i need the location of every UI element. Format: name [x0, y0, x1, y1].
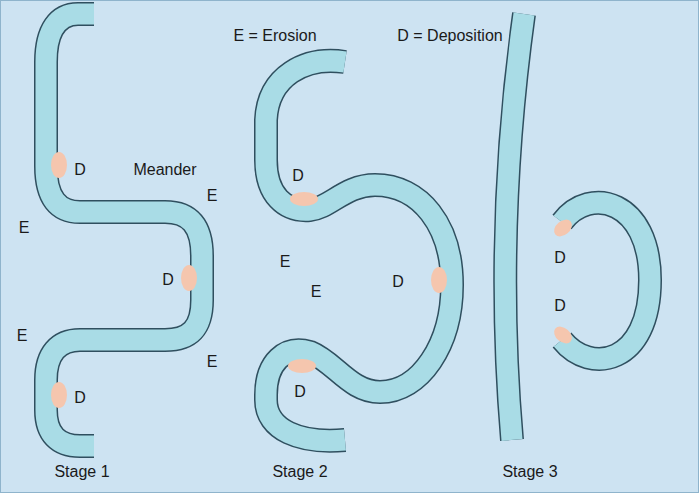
key-text: D = Deposition	[397, 27, 502, 45]
deposit-patch	[288, 359, 316, 373]
river-bank	[46, 14, 202, 446]
stage-label: Stage 2	[272, 463, 327, 481]
river-channel	[46, 14, 202, 446]
deposition-mark: D	[392, 273, 404, 291]
stage-label: Stage 1	[54, 463, 109, 481]
deposition-mark: D	[292, 167, 304, 185]
river-bank	[505, 14, 524, 440]
erosion-mark: E	[19, 219, 30, 237]
key-text: E = Erosion	[233, 27, 316, 45]
deposit-patch	[551, 216, 575, 240]
deposition-mark: D	[294, 383, 306, 401]
erosion-mark: E	[207, 353, 218, 371]
deposition-mark: D	[554, 249, 566, 267]
deposit-patch	[431, 267, 447, 293]
deposit-patch	[290, 192, 318, 206]
river-channel	[266, 61, 452, 441]
erosion-mark: E	[311, 283, 322, 301]
stage-label: Stage 3	[502, 463, 557, 481]
erosion-mark: E	[207, 187, 218, 205]
erosion-mark: E	[280, 253, 291, 271]
deposit-patch	[181, 265, 197, 291]
deposit-patch	[51, 382, 67, 408]
oxbow-lake	[562, 203, 650, 359]
erosion-mark: E	[17, 327, 28, 345]
deposition-mark: D	[74, 389, 86, 407]
oxbow-bank	[562, 203, 650, 359]
deposition-mark: D	[554, 297, 566, 315]
deposit-patch	[551, 323, 575, 347]
meander-label: Meander	[133, 161, 196, 179]
deposit-patch	[51, 152, 67, 178]
river-bank	[266, 61, 452, 441]
deposition-mark: D	[74, 161, 86, 179]
river-channel	[505, 14, 524, 440]
deposits	[51, 152, 575, 408]
deposition-mark: D	[162, 271, 174, 289]
